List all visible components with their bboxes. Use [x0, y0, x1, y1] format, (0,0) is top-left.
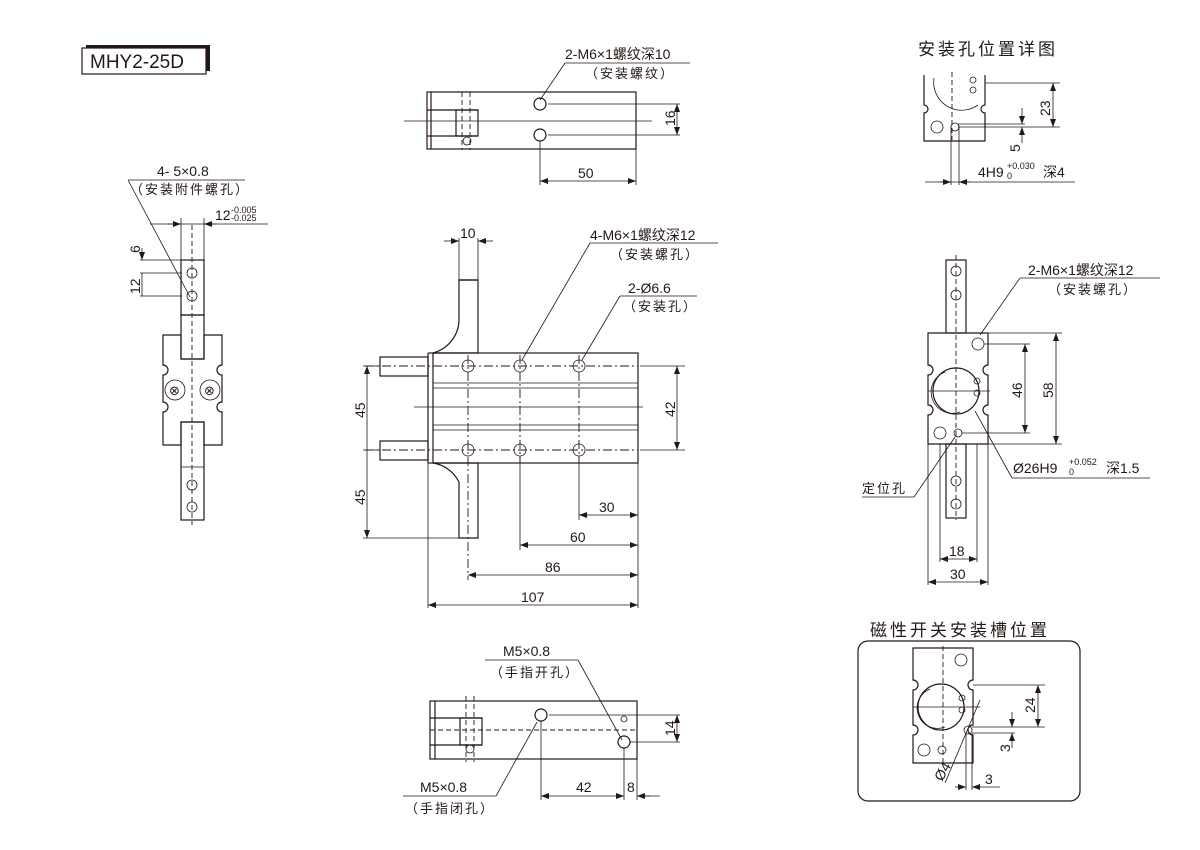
top-view: 2-M6×1螺纹深10 （安装螺纹） 16 50	[404, 46, 690, 185]
bottom-open-note-line1: M5×0.8	[503, 643, 550, 659]
switch-slot-detail: 磁性开关安装槽位置 24 3 3 Ø4	[857, 621, 1081, 802]
mount-tol-suffix: 深4	[1043, 164, 1065, 180]
front-note-b-line2: （安装孔）	[623, 300, 698, 315]
bottom-close-note-line1: M5×0.8	[420, 779, 467, 795]
front-view: 4-M6×1螺纹深12 （安装螺孔） 2-Ø6.6 （安装孔） 10	[352, 225, 718, 608]
mount-tol-base: 4H9	[978, 164, 1004, 180]
mount-tol-upper: +0.030	[1007, 161, 1035, 171]
mount-dim-23: 23	[1037, 100, 1053, 116]
front-note-b-line1: 2-Ø6.6	[628, 280, 671, 296]
side-tol-lower: -0.025	[231, 213, 257, 223]
mount-dim-5: 5	[1007, 144, 1023, 152]
side-note-line2: （安装附件螺孔）	[130, 183, 250, 198]
bottom-dim-42: 42	[576, 779, 592, 795]
end-bore-suffix: 深1.5	[1106, 460, 1140, 476]
front-note-a-line2: （安装螺孔）	[610, 248, 700, 263]
end-bore-base: Ø26H9	[1013, 460, 1058, 476]
front-dim-42: 42	[662, 401, 678, 417]
mount-tol-lower: 0	[1007, 171, 1012, 181]
switch-dim-24: 24	[1022, 697, 1038, 713]
front-dim-45-top: 45	[352, 402, 368, 418]
top-dim-50: 50	[578, 165, 594, 181]
front-note-a-line1: 4-M6×1螺纹深12	[590, 227, 696, 243]
model-label: MHY2-25D	[90, 52, 184, 73]
side-dim-12: 12	[127, 278, 143, 294]
front-dim-30: 30	[599, 499, 615, 515]
side-tol-base: 12	[215, 207, 231, 223]
front-dim-45-bottom: 45	[352, 489, 368, 505]
side-view-left: 4- 5×0.8 （安装附件螺孔） 12 -0.005 -0.025 6 12 …	[127, 163, 268, 525]
end-bore-lower: 0	[1069, 467, 1074, 477]
bottom-open-note-line2: （手指开孔）	[490, 666, 580, 681]
switch-slot-title: 磁性开关安装槽位置	[870, 621, 1050, 641]
front-dim-60: 60	[570, 529, 586, 545]
end-dim-30: 30	[950, 566, 966, 582]
bottom-dim-14: 14	[662, 720, 678, 736]
front-dim-10: 10	[460, 225, 476, 241]
mount-detail: 安装孔位置详图 23 5 4H9 +0.030 0 深4	[918, 40, 1075, 185]
front-dim-86: 86	[545, 559, 561, 575]
side-dim-6: 6	[127, 245, 143, 253]
bottom-close-note-line2: （手指闭孔）	[405, 802, 495, 817]
mount-detail-title: 安装孔位置详图	[918, 40, 1058, 60]
top-note-line2: （安装螺纹）	[585, 67, 675, 82]
end-note-line1: 2-M6×1螺纹深12	[1028, 262, 1134, 278]
end-locating-hole: 定位孔	[862, 482, 907, 497]
end-view: 2-M6×1螺纹深12 （安装螺孔） 46 58 定位孔	[862, 255, 1160, 585]
end-note-line2: （安装螺孔）	[1048, 283, 1138, 298]
top-dim-16: 16	[662, 110, 678, 126]
top-note-line1: 2-M6×1螺纹深10	[565, 46, 671, 62]
end-dim-18: 18	[949, 543, 965, 559]
svg-text:⊗: ⊗	[204, 383, 215, 398]
switch-dim-3-vertical: 3	[997, 744, 1013, 752]
front-dim-107: 107	[521, 589, 545, 605]
model-label-box: MHY2-25D	[81, 45, 210, 75]
side-tol-upper: -0.005	[231, 205, 257, 215]
bottom-dim-8: 8	[627, 779, 635, 795]
bottom-view: M5×0.8 （手指开孔） 14 M5×0.8 （手指闭孔） 42 8	[403, 643, 680, 817]
switch-dim-3-horizontal: 3	[985, 771, 993, 787]
end-dim-46: 46	[1009, 382, 1025, 398]
end-bore-upper: +0.052	[1069, 457, 1097, 467]
end-dim-58: 58	[1040, 382, 1056, 398]
svg-text:⊗: ⊗	[169, 383, 180, 398]
side-note-line1: 4- 5×0.8	[157, 163, 209, 179]
